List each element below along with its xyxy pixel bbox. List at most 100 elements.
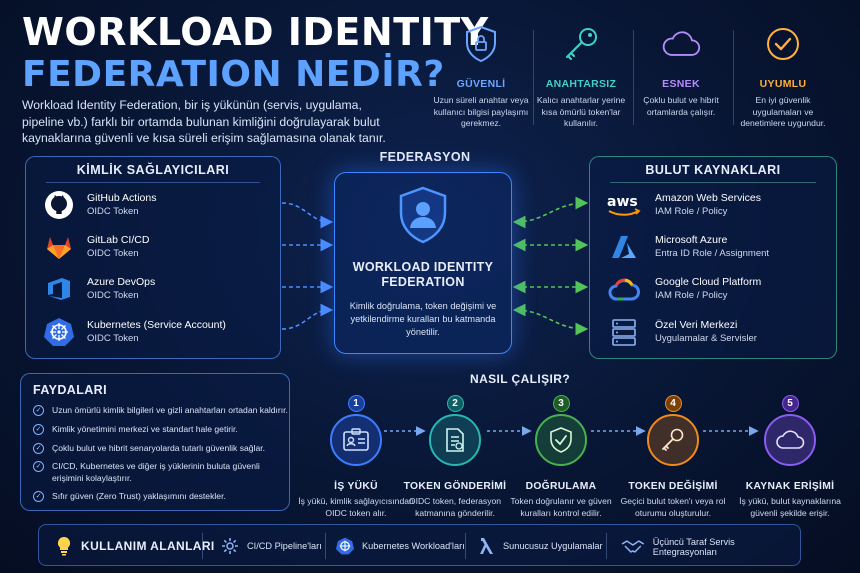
provider-name: GitLab CI/CD [87,234,150,246]
cloud-role: IAM Role / Policy [655,206,728,217]
feature-secure: GÜVENLİ Uzun süreli anahtar veya kullanı… [432,24,530,130]
step-title: DOĞRULAMA [525,481,597,492]
provider-token: OIDC Token [87,206,139,217]
step-workload: 1 İŞ YÜKÜ İş yükü, kimlik sağlayıcısında… [296,395,416,519]
page-title-line1: WORKLOAD IDENTITY [22,10,489,54]
divider [533,30,534,125]
gear-icon [222,538,238,554]
federation-label: FEDERASYON [379,150,471,164]
provider-token: OIDC Token [87,248,139,259]
step-title: TOKEN GÖNDERİMİ [403,481,507,492]
divider [202,533,203,559]
cloud-role: IAM Role / Policy [655,290,728,301]
shield-user-icon [335,185,511,250]
feature-keyless: ANAHTARSIZ Kalıcı anahtarlar yerine kısa… [532,24,630,130]
benefit-item: ✓ Sıfır güven (Zero Trust) yaklaşımını de… [33,491,226,503]
panel-title: BULUT KAYNAKLARI [645,163,781,177]
provider-name: GitHub Actions [87,192,157,204]
check-icon: ✓ [33,461,44,472]
azure-icon [606,232,642,262]
azure-devops-icon [44,274,74,304]
divider [325,533,326,559]
step-verify: 3 DOĞRULAMA Token doğrulanır ve güven ku… [501,395,621,519]
gcp-icon [606,274,642,304]
provider-name: Azure DevOps [87,276,156,288]
step-token-send: 2 TOKEN GÖNDERİMİ OIDC token, federasyon… [395,395,515,519]
divider [465,533,466,559]
feature-desc: Kalıcı anahtarlar yerine kısa ömürlü tok… [536,95,626,128]
step-desc: OIDC token, federasyon katmanına gönderi… [408,496,502,518]
lightbulb-icon [57,536,71,556]
divider [606,533,607,559]
divider [610,182,816,183]
federation-desc: Kimlik doğrulama, token değişimi ve yetk… [349,301,497,337]
usage-title-wrap: KULLANIM ALANLARI [57,536,215,556]
benefit-text: Sıfır güven (Zero Trust) yaklaşımını des… [52,491,226,501]
provider-gitlab: GitLab CI/CD OIDC Token [44,229,149,265]
federation-title: WORKLOAD IDENTITY FEDERATION [352,260,494,289]
cloud-name: Amazon Web Services [655,192,762,204]
panel-title: KİMLİK SAĞLAYICILARI [76,163,230,177]
provider-kubernetes: Kubernetes (Service Account)OIDC Token [44,314,226,350]
cloud-icon [661,24,701,64]
usage-label: Üçüncü Taraf Servis Entegrasyonları [652,537,735,557]
usage-item-serverless: Sunucusuz Uygulamalar [479,537,603,555]
feature-title: UYUMLU [759,78,807,90]
cloud-role: Entra ID Role / Assignment [655,248,770,259]
benefit-text: CI/CD, Kubernetes ve diğer iş yüklerinin… [52,461,260,483]
cloud-name: Özel Veri Merkezi [655,319,738,331]
feature-desc: Çoklu bulut ve hibrit ortamlarda çalışır… [643,95,719,117]
divider [633,30,634,125]
usage-label: Kubernetes Workload'ları [362,541,465,551]
benefits-panel: FAYDALARI ✓ Uzun ömürlü kimlik bilgileri … [20,373,290,511]
usage-title: KULLANIM ALANLARI [81,539,215,553]
divider [733,30,734,125]
feature-title: ESNEK [662,78,700,90]
key-icon [561,24,601,64]
benefit-item: ✓ Çoklu bulut ve hibrit senaryolarda tuta… [33,443,265,455]
step-number: 2 [446,395,464,412]
svg-text:aws: aws [607,194,638,210]
check-circle-icon [763,24,803,64]
step-title: KAYNAK ERİŞİMİ [745,481,835,492]
provider-name: Kubernetes (Service Account) [87,319,226,331]
kubernetes-icon [336,537,354,555]
how-title: NASIL ÇALIŞIR? [470,372,571,386]
feature-compliant: UYUMLU En iyi güvenlik uygulamaları ve d… [734,24,832,130]
divider [46,182,260,183]
aws-icon: aws [606,190,642,220]
check-icon: ✓ [33,405,44,416]
document-icon [429,414,481,466]
id-card-icon [330,414,382,466]
shield-lock-icon [461,24,501,64]
feature-desc: En iyi güvenlik uygulamaları ve denetiml… [740,95,826,128]
benefit-text: Çoklu bulut ve hibrit senaryolarda tutar… [52,443,266,453]
server-icon [606,317,642,347]
step-title: TOKEN DEĞİŞİMİ [628,481,718,492]
benefits-title: FAYDALARI [33,383,107,397]
github-icon [44,190,74,220]
benefit-item: ✓Kimlik yönetimini merkezi ve standart h… [33,424,238,436]
benefit-item: ✓ CI/CD, Kubernetes ve diğer iş yüklerini… [33,461,281,484]
step-number: 1 [347,395,365,412]
step-resource-access: 5 KAYNAK ERİŞİMİ İş yükü, bulut kaynakla… [730,395,850,519]
step-desc: İş yükü, kimlik sağlayıcısından OIDC tok… [298,496,414,518]
benefit-text: Uzun ömürlü kimlik bilgileri ve gizli an… [52,405,288,415]
step-title: İŞ YÜKÜ [334,481,378,492]
usage-label: CI/CD Pipeline'ları [247,541,322,551]
key-icon [647,414,699,466]
usage-label: Sunucusuz Uygulamalar [503,541,603,551]
check-icon: ✓ [33,491,44,502]
step-number: 5 [781,395,799,412]
usage-bar: KULLANIM ALANLARI CI/CD Pipeline'ları Ku… [38,524,801,566]
step-desc: Token doğrulanır ve güven kuralları kont… [510,496,612,518]
handshake-icon [621,540,645,553]
feature-flexible: ESNEK Çoklu bulut ve hibrit ortamlarda ç… [632,24,730,118]
check-icon: ✓ [33,443,44,454]
cloud-role: Uygulamalar & Servisler [655,333,757,344]
check-icon: ✓ [33,424,44,435]
